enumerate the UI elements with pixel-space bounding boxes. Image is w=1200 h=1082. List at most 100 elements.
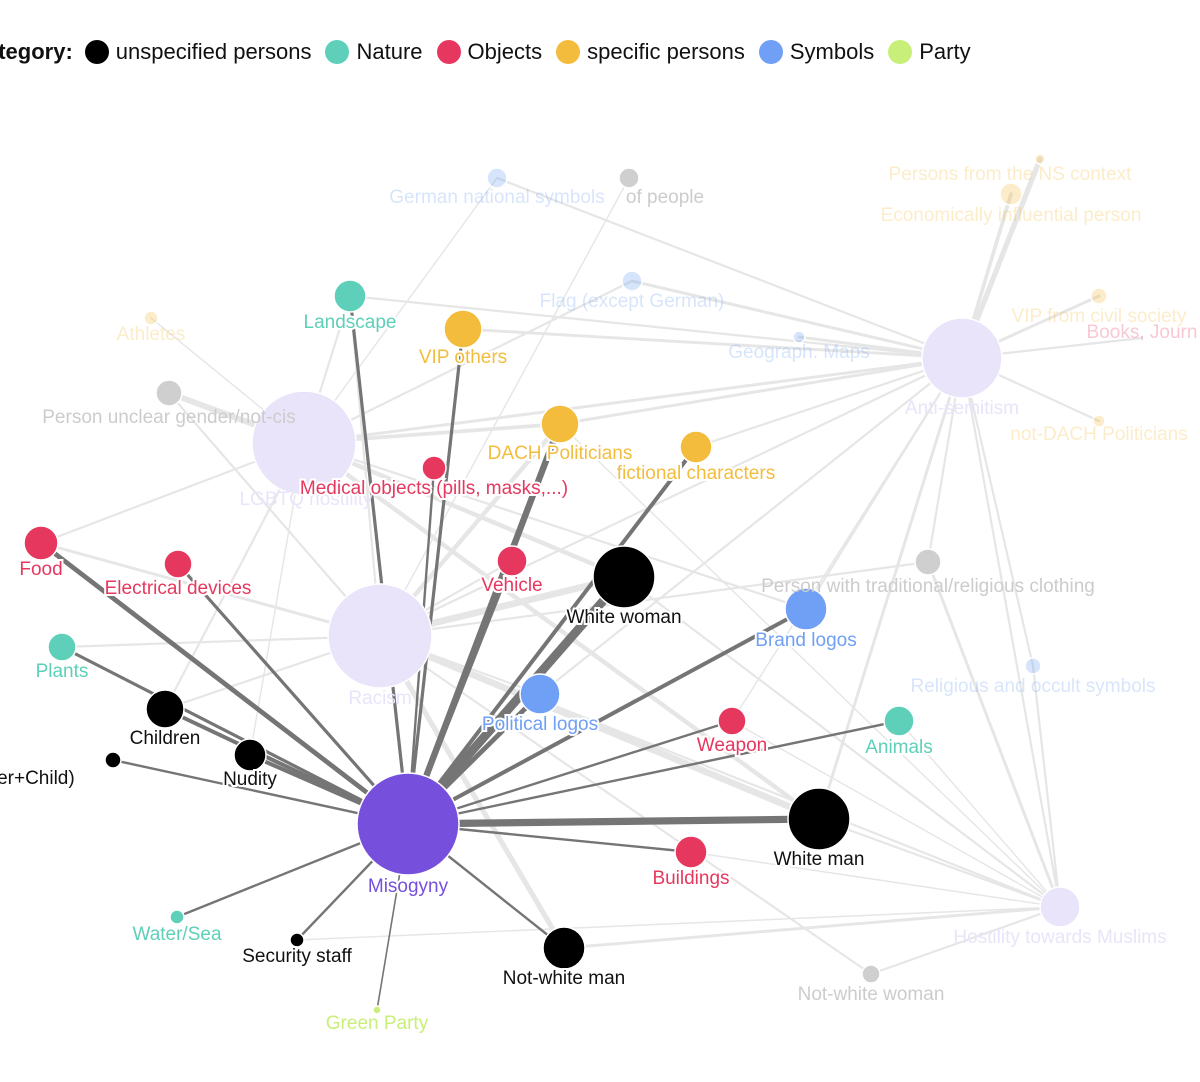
edge-misogyny-weapon [406, 719, 734, 826]
legend-label: Party [919, 39, 971, 64]
node-plants[interactable] [47, 632, 77, 662]
legend-label: specific persons [587, 39, 745, 64]
edge-misogyny-plants [60, 645, 410, 826]
legend-item-party[interactable]: Party [888, 39, 971, 65]
node-political-logos[interactable] [519, 673, 561, 715]
edge-muslims-weapon [731, 720, 1061, 908]
label-weapon: Weapon [697, 735, 767, 756]
label-unclear-gender: Person unclear gender/not-cis [42, 407, 295, 428]
node-vehicle[interactable] [496, 545, 528, 577]
node-econ[interactable] [1034, 153, 1046, 165]
node-muslims[interactable] [1039, 886, 1081, 928]
legend-label: Nature [356, 39, 423, 64]
node-security[interactable] [289, 932, 305, 948]
label-dach: DACH Politicians [488, 443, 633, 464]
label-antisemitism: Anti-semitism [905, 398, 1019, 419]
label-religious-symbols: Religious and occult symbols [910, 676, 1155, 697]
symbols-dot-icon [758, 40, 783, 64]
node-antisemitism[interactable] [921, 317, 1003, 399]
node-athletes[interactable] [143, 310, 159, 326]
label-green-party: Green Party [326, 1013, 429, 1034]
node-food[interactable] [23, 525, 59, 561]
node-dach[interactable] [540, 404, 580, 444]
node-lgbtq[interactable] [251, 390, 357, 496]
label-racism: Racism [348, 688, 411, 709]
edge-racism-plants [60, 634, 382, 649]
node-white-woman[interactable] [592, 545, 656, 609]
edge-muslims-buildings [690, 851, 1061, 908]
node-vip-civil[interactable] [1090, 287, 1108, 305]
label-buildings: Buildings [652, 868, 729, 889]
legend: ategory: unspecified persons Nature Obje… [0, 32, 985, 72]
label-security: Security staff [242, 946, 352, 967]
node-non-dach[interactable] [1092, 414, 1106, 428]
node-nudity[interactable] [233, 738, 267, 772]
node-green-party[interactable] [372, 1005, 382, 1015]
node-medical[interactable] [421, 455, 447, 481]
node-unclear-gender[interactable] [155, 379, 183, 407]
node-children[interactable] [145, 689, 185, 729]
objects-dot-icon [436, 40, 461, 64]
node-weapon[interactable] [717, 706, 747, 736]
background-edges [39, 156, 1144, 976]
label-animals: Animals [865, 737, 933, 758]
legend-item-unspecified-persons[interactable]: unspecified persons [84, 39, 311, 65]
edge-misogyny-white-man [404, 815, 823, 828]
edge-racism-food [39, 541, 382, 638]
edge-misogyny-food [38, 540, 411, 827]
label-white-woman: White woman [566, 607, 681, 628]
label-water: Water/Sea [132, 924, 221, 945]
node-water[interactable] [169, 909, 185, 925]
edge-antisemitism-weapon [731, 357, 963, 722]
label-family: Family (Mother+Child) [0, 768, 75, 789]
edge-muslims-notwhite-woman [869, 905, 1062, 976]
label-plants: Plants [36, 661, 89, 682]
node-religious-clothing[interactable] [914, 548, 942, 576]
node-german-symbols[interactable] [486, 167, 508, 189]
edge-lgbtq-flag [302, 279, 634, 445]
node-vip-others[interactable] [443, 309, 483, 349]
node-family[interactable] [104, 751, 122, 769]
legend-item-objects[interactable]: Objects [436, 39, 542, 65]
node-notwhite-woman[interactable] [861, 964, 881, 984]
edge-racism-antisemitism [378, 356, 964, 638]
edge-racism-unclear-gender [167, 391, 382, 638]
node-ns-context[interactable] [999, 182, 1023, 206]
label-vehicle: Vehicle [481, 575, 542, 596]
node-religious-symbols[interactable] [1024, 657, 1042, 675]
node-maps[interactable] [792, 330, 806, 344]
node-flag[interactable] [621, 270, 643, 292]
label-religious-clothing: Person with traditional/religious clothi… [761, 576, 1095, 597]
node-misogyny[interactable] [356, 772, 460, 876]
label-muslims: Hostility towards Muslims [953, 927, 1166, 948]
node-buildings[interactable] [674, 835, 708, 869]
edge-antisemitism-muslims [960, 356, 1062, 909]
node-notwhite-man[interactable] [542, 926, 586, 970]
label-fictional: fictional characters [617, 463, 775, 484]
node-labels: Racism LGBTQ hostility Anti-semitismHostil… [0, 164, 1197, 1036]
edge-muslims-notwhite-man [562, 905, 1062, 950]
node-landscape[interactable] [333, 279, 367, 313]
node-animals[interactable] [883, 705, 915, 737]
label-notwhite-woman: Not-white woman [798, 984, 945, 1005]
label-lgbtq: LGBTQ hostility [239, 489, 373, 510]
nature-dot-icon [325, 40, 350, 64]
node-fictional[interactable] [679, 430, 713, 464]
node-racism[interactable] [327, 583, 433, 689]
node-white-man[interactable] [787, 787, 851, 851]
legend-item-specific-persons[interactable]: specific persons [556, 39, 745, 65]
edge-misogyny-fictional [406, 445, 698, 826]
unspecified-persons-dot-icon [84, 40, 109, 64]
node-of-people[interactable] [618, 167, 640, 189]
label-maps: Geograph. Maps [728, 342, 870, 363]
edge-antisemitism-fictional [694, 356, 964, 449]
edge-racism-notwhite-man [377, 633, 567, 951]
legend-item-symbols[interactable]: Symbols [758, 39, 874, 65]
edge-racism-of-people [379, 177, 630, 637]
node-brand-logos[interactable] [784, 587, 828, 631]
edge-misogyny-landscape [348, 294, 410, 826]
node-electrical[interactable] [163, 549, 193, 579]
legend-item-nature[interactable]: Nature [325, 39, 423, 65]
edge-misogyny-animals [406, 719, 901, 826]
